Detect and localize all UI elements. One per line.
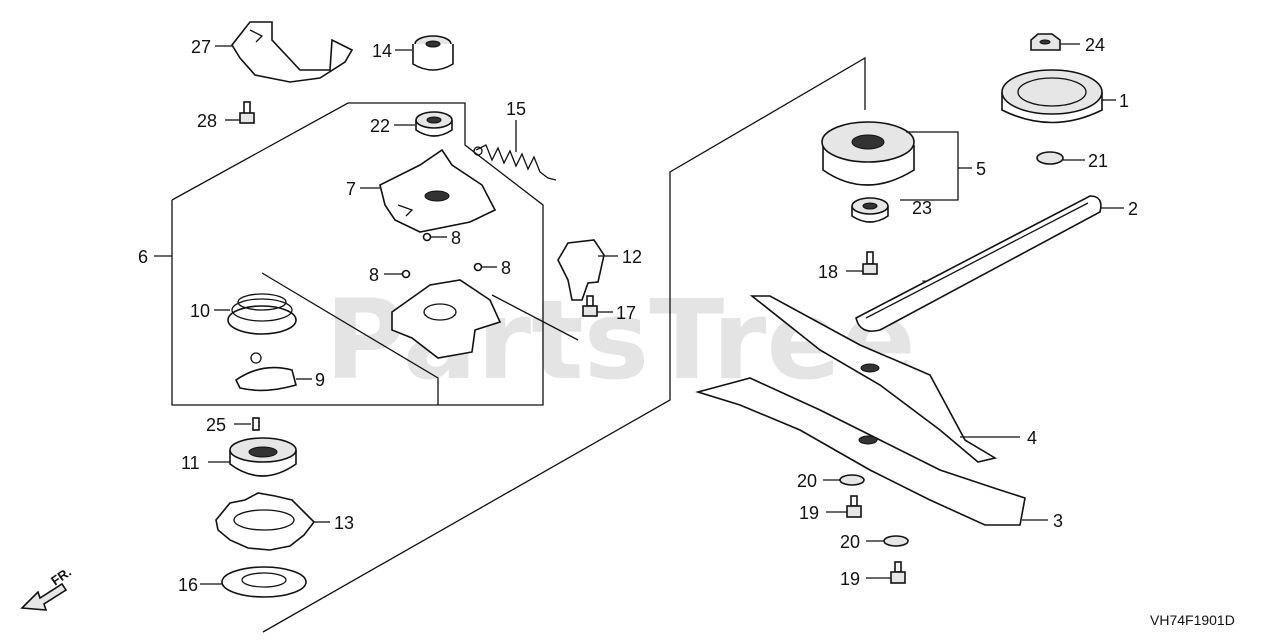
front-direction-label: FR. [48, 564, 74, 588]
callout-9: 9 [315, 370, 325, 390]
callout-21: 21 [1088, 151, 1108, 171]
callout-12: 12 [622, 247, 642, 267]
callout-23: 23 [912, 198, 932, 218]
part-20-washer-a [839, 474, 865, 486]
callout-3: 3 [1053, 511, 1063, 531]
part-lower-plate [391, 279, 502, 359]
part-8-pin-c [473, 262, 483, 272]
callout-27: 27 [191, 37, 211, 57]
callout-14: 14 [372, 41, 392, 61]
part-18-bolt [862, 251, 878, 275]
part-21-washer [1036, 151, 1064, 165]
part-14-hub [412, 35, 454, 71]
callout-5: 5 [976, 159, 986, 179]
callout-11: 11 [181, 453, 200, 473]
callout-10: 10 [190, 301, 210, 321]
callout-17: 17 [616, 303, 636, 323]
part-27-bracket [231, 21, 354, 83]
callout-2: 2 [1128, 199, 1138, 219]
callout-16: 16 [178, 575, 198, 595]
part-2-belt [855, 195, 1102, 332]
callout-20a: 20 [797, 471, 817, 491]
front-direction-arrow-icon [20, 582, 68, 611]
callout-6: 6 [138, 247, 148, 267]
part-28-bolt [239, 101, 255, 124]
part-11-cup [229, 437, 297, 477]
callout-4: 4 [1027, 428, 1037, 448]
callout-1: 1 [1119, 91, 1129, 111]
callout-8a: 8 [451, 228, 461, 248]
part-15-spring [473, 144, 557, 181]
callout-8c: 8 [369, 265, 379, 285]
callout-15: 15 [506, 99, 526, 119]
part-9-clip [234, 352, 297, 392]
callout-19b: 19 [840, 569, 860, 589]
part-10-coil [227, 293, 297, 335]
callout-7: 7 [346, 179, 356, 199]
part-16-washer [221, 566, 307, 598]
part-24-nut [1030, 33, 1061, 51]
callout-20b: 20 [840, 532, 860, 552]
part-8-pin-a [422, 232, 432, 242]
part-17-bolt [582, 295, 598, 317]
callout-24: 24 [1085, 35, 1105, 55]
assembly-outline [171, 56, 866, 633]
part-19-bolt-a [846, 495, 862, 518]
part-19-bolt-b [890, 561, 906, 584]
drawing-code: VH74F1901D [1150, 612, 1235, 628]
part-8-pin-b [401, 269, 411, 279]
part-7-plate [379, 148, 497, 233]
callout-8b: 8 [501, 258, 511, 278]
part-23-bearing [851, 197, 889, 223]
part-5-housing [821, 121, 915, 186]
callout-25: 25 [206, 415, 226, 435]
part-25-key [252, 417, 260, 431]
part-12-bracket [557, 239, 605, 301]
callout-18: 18 [818, 262, 838, 282]
part-22-bearing [415, 111, 453, 137]
part-1-pulley [1001, 69, 1103, 124]
callout-22: 22 [370, 116, 390, 136]
part-20-washer-b [883, 535, 909, 547]
callouts: 27 14 28 22 15 7 6 8 8 8 10 9 25 11 13 1… [138, 35, 1138, 595]
callout-28: 28 [197, 111, 217, 131]
part-3-blade [695, 377, 1026, 526]
callout-13: 13 [334, 513, 354, 533]
callout-19a: 19 [799, 503, 819, 523]
part-13-gear [215, 492, 316, 551]
part-4-blade [749, 295, 998, 463]
leader-lines [154, 43, 1124, 585]
